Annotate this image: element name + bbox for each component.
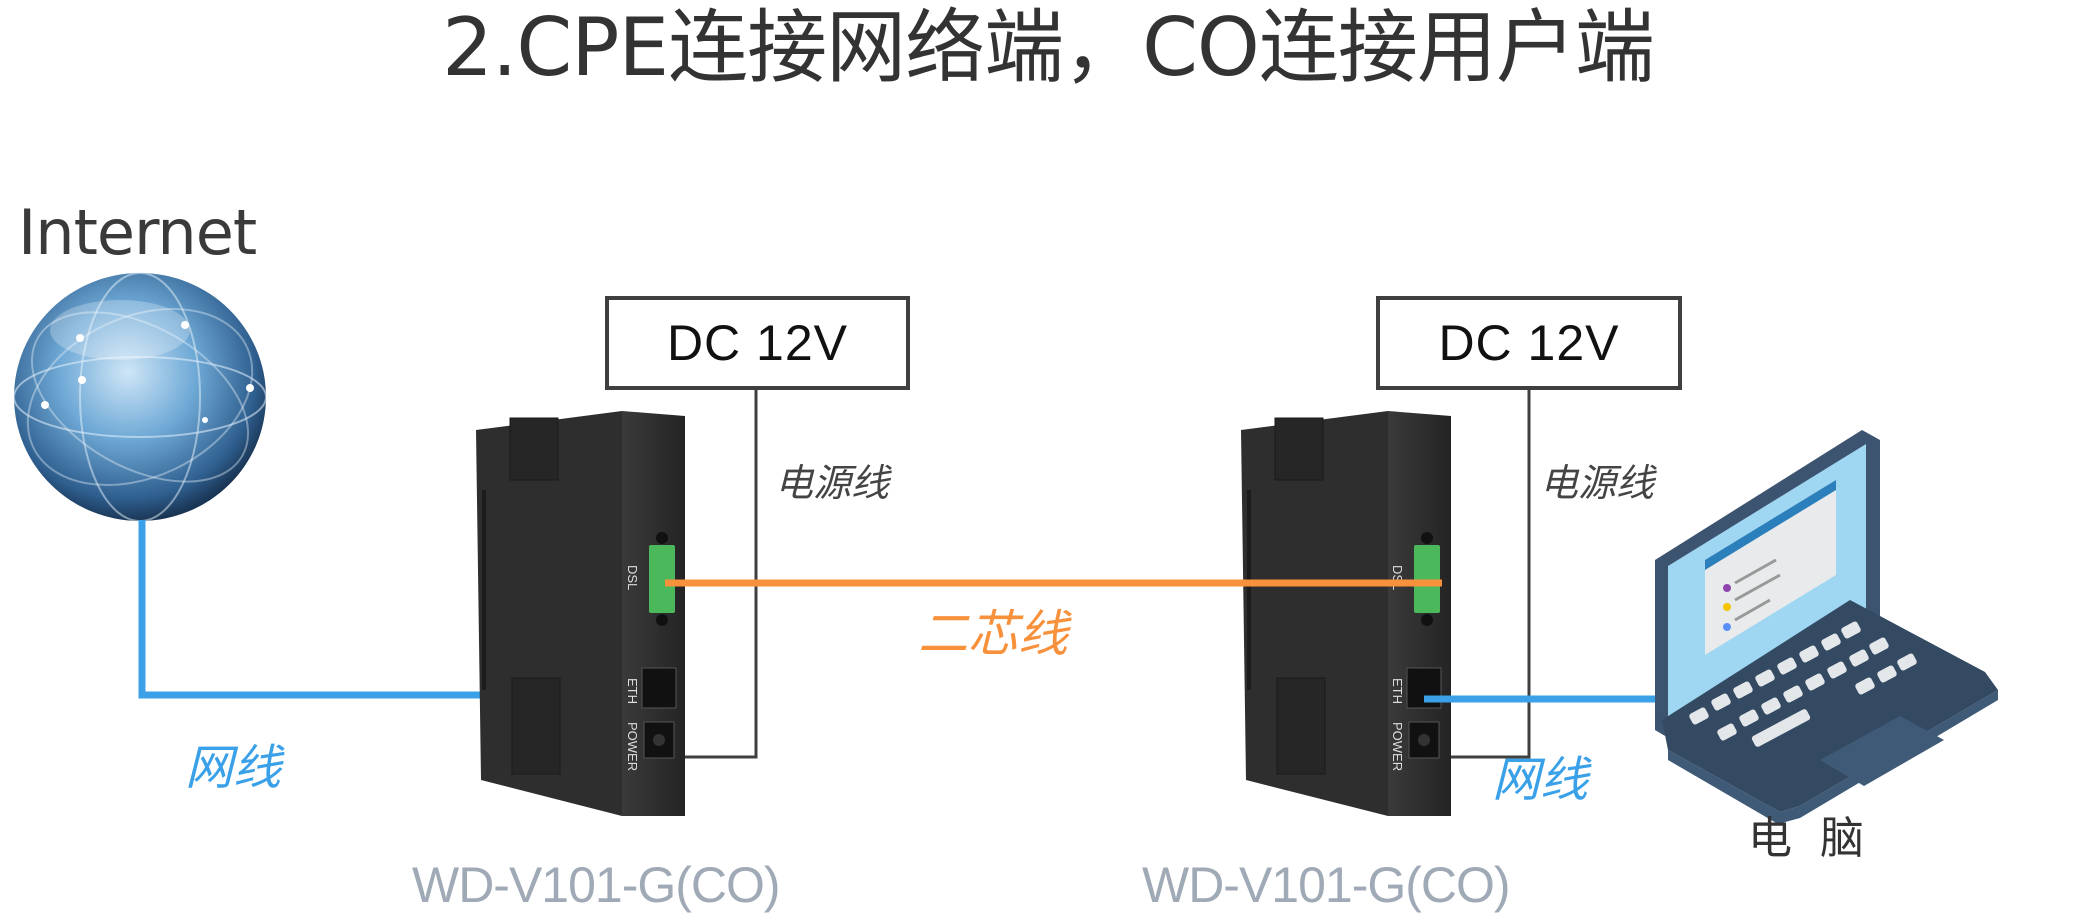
page-title: 2.CPE连接网络端，CO连接用户端 [442,1,1655,94]
power-cable-1 [676,389,758,759]
power-source-box-2: DC 12V [1376,296,1682,390]
dsl-terminal-icon [1414,545,1440,613]
device-2-dsl-label: DSL [1390,565,1405,590]
power-jack-icon [1408,721,1440,759]
computer-label: 电脑 [1748,813,1892,864]
laptop-icon [1655,430,1998,824]
power-source-label-1: DC 12V [666,315,849,371]
internet-globe-icon [13,272,267,522]
power-source-box-1: DC 12V [605,296,910,390]
eth-port-icon [641,667,677,709]
right-network-cable-label: 网线 [1492,752,1589,808]
power-cable-2 [1451,389,1531,759]
device-1-power-label: POWER [625,722,640,771]
power-cable-label-2: 电源线 [1540,461,1655,505]
device-2-eth-label: ETH [1390,678,1405,704]
device-2-power-label: POWER [1390,722,1405,771]
internet-label: Internet [18,196,257,269]
power-source-label-2: DC 12V [1438,315,1620,371]
left-network-cable-label: 网线 [185,740,282,796]
device-1 [476,411,685,816]
power-cable-label-1: 电源线 [775,461,890,505]
two-core-cable-label: 二芯线 [918,605,1068,663]
device-2-model-label: WD-V101-G(CO) [1142,857,1511,913]
device-1-dsl-label: DSL [625,565,640,590]
device-2 [1241,411,1451,816]
device-1-model-label: WD-V101-G(CO) [412,857,781,913]
device-1-eth-label: ETH [625,678,640,704]
dsl-terminal-icon [649,545,675,613]
